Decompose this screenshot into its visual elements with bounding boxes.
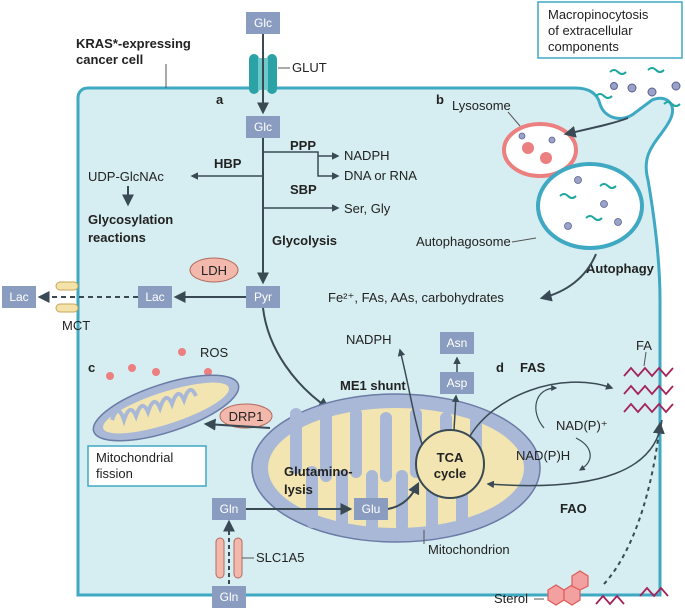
cell-title-line-2: cancer cell <box>76 52 143 67</box>
slc1a5-label: SLC1A5 <box>256 550 304 565</box>
sterol-molecule <box>547 570 589 606</box>
lysosome <box>502 122 578 178</box>
panel-d: d <box>496 360 504 375</box>
ppp-label: PPP <box>290 138 316 153</box>
mct-transporter <box>55 281 79 313</box>
autophagosome-label: Autophagosome <box>416 234 511 249</box>
gln-outside-box <box>212 586 246 608</box>
drp1-enzyme <box>219 403 273 429</box>
nadp-plus: NAD(P)⁺ <box>556 418 608 433</box>
glu-label: Glu <box>362 502 381 516</box>
me1-nadph: NADPH <box>346 332 392 347</box>
hbp-label: HBP <box>214 156 242 171</box>
autophagy-label: Autophagy <box>586 261 655 276</box>
asn-box <box>440 332 474 354</box>
lac-inside-box <box>138 286 172 308</box>
gln-inside-box <box>212 498 246 520</box>
panel-a: a <box>216 92 224 107</box>
glc-inside-box <box>246 116 280 138</box>
nadph-fas: NAD(P)H <box>516 448 570 463</box>
glu-box <box>354 498 388 520</box>
cell-title-line-1: KRAS*-expressing <box>76 36 191 51</box>
me1-shunt-label: ME1 shunt <box>340 378 406 393</box>
autophagosome <box>536 162 644 250</box>
udp-glcnac: UDP-GlcNAc <box>88 169 164 184</box>
mct-label: MCT <box>62 318 90 333</box>
gln-outside-label: Gln <box>220 590 239 604</box>
lac-outside-box <box>2 286 36 308</box>
macropinocytosis-label-3: components <box>548 39 619 54</box>
fission-mitochondrion <box>92 374 240 442</box>
panel-c: c <box>88 360 95 375</box>
fission-box <box>87 445 207 487</box>
sbp-label: SBP <box>290 182 317 197</box>
glut-label: GLUT <box>292 60 327 75</box>
fa-label: FA <box>636 338 652 353</box>
tca-label-2: cycle <box>434 466 467 481</box>
glycolysis-label: Glycolysis <box>272 233 337 248</box>
panel-b: b <box>436 92 444 107</box>
asp-label: Asp <box>447 376 468 390</box>
glc-inside-label: Glc <box>254 120 272 134</box>
mitochondrion-label: Mitochondrion <box>428 542 510 557</box>
ldh-label: LDH <box>201 263 227 278</box>
asp-box <box>440 372 474 394</box>
glc-outside-box <box>246 12 280 34</box>
macropinocytosis-label-2: of extracellular <box>548 23 633 38</box>
slc1a5-transporter <box>215 537 243 579</box>
sterol-label: Sterol <box>494 591 528 606</box>
tca-label-1: TCA <box>437 450 464 465</box>
pyr-label: Pyr <box>254 290 272 304</box>
tca-cycle <box>415 429 485 499</box>
lysosome-label: Lysosome <box>452 98 511 113</box>
autophagy-products: Fe²⁺, FAs, AAs, carbohydrates <box>328 290 504 305</box>
ser-gly: Ser, Gly <box>344 201 391 216</box>
lac-inside-label: Lac <box>145 290 164 304</box>
glutaminolysis-line-1: Glutamino- <box>284 464 353 479</box>
ppp-nadph: NADPH <box>344 148 390 163</box>
fission-label-2: fission <box>96 466 133 481</box>
ldh-enzyme <box>189 257 239 283</box>
macropinocytosis-label-1: Macropinocytosis <box>548 7 649 22</box>
ros-particles <box>106 348 212 380</box>
ppp-dna-rna: DNA or RNA <box>344 168 417 183</box>
glc-outside-label: Glc <box>254 16 272 30</box>
ros-label: ROS <box>200 345 229 360</box>
macropinocytosis-box <box>537 1 683 59</box>
glutaminolysis-line-2: lysis <box>284 482 313 497</box>
extracellular-particles <box>610 81 681 97</box>
glycosylation-line-1: Glycosylation <box>88 212 173 227</box>
pyr-box <box>246 286 280 308</box>
fission-label-1: Mitochondrial <box>96 450 173 465</box>
asn-label: Asn <box>447 336 468 350</box>
gln-inside-label: Gln <box>220 502 239 516</box>
glycosylation-line-2: reactions <box>88 230 146 245</box>
extracellular-components <box>595 67 681 107</box>
fatty-acid-chains <box>595 366 674 606</box>
fao-label: FAO <box>560 501 587 516</box>
drp1-label: DRP1 <box>229 409 264 424</box>
lac-outside-label: Lac <box>9 290 28 304</box>
fas-label: FAS <box>520 360 546 375</box>
